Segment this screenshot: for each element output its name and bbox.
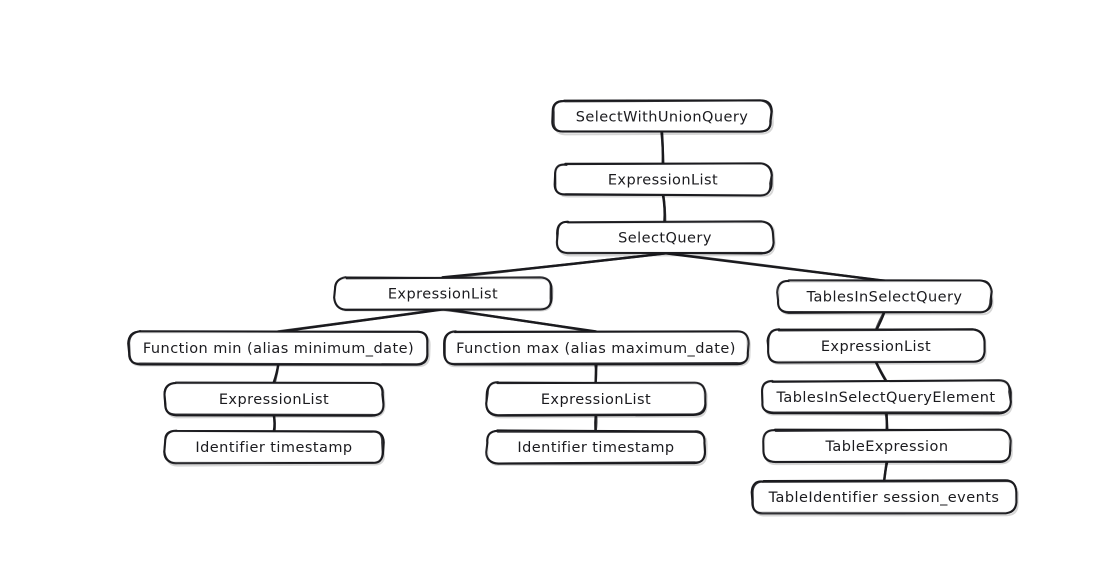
node-label: TableExpression (825, 439, 949, 455)
tree-node[interactable]: TableIdentifier session_events (750, 479, 1019, 517)
node-label: TablesInSelectQuery (806, 290, 963, 306)
tree-edge (663, 251, 886, 283)
tree-node[interactable]: ExpressionList (333, 276, 554, 312)
node-label: Identifier timestamp (195, 440, 352, 456)
node-label: TableIdentifier session_events (768, 490, 1000, 506)
tree-node[interactable]: Identifier timestamp (163, 429, 386, 467)
node-label: Function min (alias minimum_date) (143, 341, 414, 357)
node-label: ExpressionList (608, 173, 718, 189)
node-outline-second-pass (443, 330, 750, 365)
tree-node[interactable]: SelectQuery (555, 220, 776, 257)
node-label: ExpressionList (541, 392, 651, 408)
tree-node[interactable]: ExpressionList (553, 162, 775, 198)
node-outline-second-pass (751, 480, 1018, 515)
tree-edge (660, 131, 665, 166)
tree-edge (661, 193, 667, 224)
tree-node[interactable]: Function min (alias minimum_date) (127, 330, 431, 368)
node-outline-second-pass (485, 429, 707, 465)
node-outline-second-pass (776, 279, 993, 314)
node-outline-second-pass (163, 381, 385, 417)
tree-node[interactable]: Identifier timestamp (485, 429, 708, 466)
node-label: Function max (alias maximum_date) (456, 341, 736, 357)
node-outline-second-pass (552, 99, 773, 133)
node-outline-second-pass (762, 428, 1012, 464)
node-label: TablesInSelectQueryElement (775, 390, 995, 406)
tree-edge (882, 460, 889, 483)
node-outline-second-pass (128, 330, 429, 366)
node-outline-second-pass (163, 429, 384, 465)
node-label: SelectWithUnionQuery (576, 110, 749, 126)
node-label: Identifier timestamp (517, 440, 674, 456)
tree-node[interactable]: ExpressionList (766, 328, 987, 365)
tree-node[interactable]: SelectWithUnionQuery (551, 99, 774, 136)
tree-node[interactable]: TablesInSelectQueryElement (760, 379, 1013, 417)
node-outline-second-pass (555, 220, 775, 255)
node-outline-second-pass (485, 381, 707, 417)
node-outline-second-pass (766, 328, 986, 364)
tree-edge (276, 307, 445, 333)
tree-node[interactable]: ExpressionList (163, 381, 386, 419)
tree-edge (441, 307, 598, 334)
node-outline-second-pass (554, 162, 773, 197)
node-label: ExpressionList (821, 339, 931, 355)
node-label: ExpressionList (219, 392, 329, 408)
tree-edge (441, 252, 667, 280)
tree-node[interactable]: Function max (alias maximum_date) (443, 330, 751, 368)
tree-edge (272, 414, 276, 433)
node-label: SelectQuery (618, 231, 712, 247)
tree-node[interactable]: TablesInSelectQuery (776, 279, 994, 316)
tree-edge (874, 360, 888, 383)
node-layer: SelectWithUnionQueryExpressionListSelect… (127, 99, 1019, 517)
tree-node[interactable]: TableExpression (762, 428, 1013, 466)
node-outline-second-pass (333, 276, 552, 311)
node-outline-second-pass (760, 379, 1012, 414)
node-label: ExpressionList (388, 287, 498, 303)
tree-node[interactable]: ExpressionList (485, 381, 708, 419)
